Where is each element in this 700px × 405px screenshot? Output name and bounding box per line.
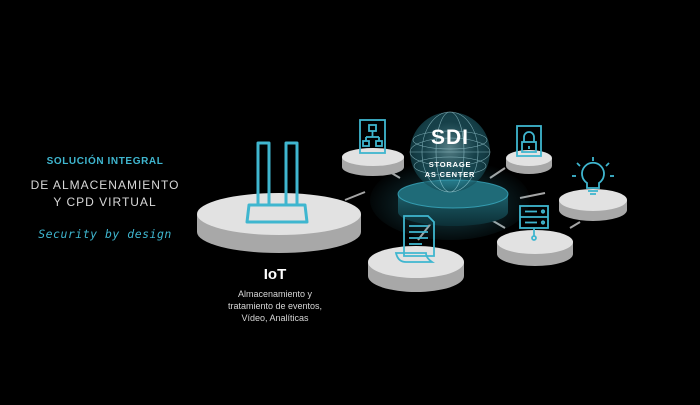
hierarchy-disc: [342, 119, 404, 176]
server-rack-icon: [519, 205, 549, 241]
iot-desc-line2: tratamiento de eventos,: [227, 301, 323, 311]
sdi-subtitle-line2: AS CENTER: [424, 170, 476, 179]
hierarchy-document-icon: [359, 119, 386, 154]
connector-servers-ideas: [569, 221, 581, 229]
factory-icon: [245, 141, 309, 224]
ideas-disc: [559, 157, 627, 221]
globe-icon: [409, 111, 491, 193]
sdi-subtitle: STORAGE AS CENTER: [410, 160, 490, 180]
iot-label: IoT: [263, 266, 287, 283]
lightbulb-icon: [572, 157, 614, 195]
lock-icon: [516, 125, 542, 157]
security-disc: [506, 125, 552, 174]
connector-iot-center: [344, 191, 366, 201]
tagline: Security by design: [38, 227, 172, 241]
iot-description: Almacenamiento y tratamiento de eventos,…: [195, 288, 355, 324]
servers-disc: [497, 205, 573, 266]
sdi-title: SDI: [430, 126, 469, 149]
solution-title-line1: DE ALMACENAMIENTO: [30, 178, 180, 192]
iot-disc: [197, 141, 361, 253]
documents-disc: [368, 215, 464, 292]
sdi-subtitle-line1: STORAGE: [428, 160, 472, 169]
iot-desc-line3: Vídeo, Analíticas: [241, 313, 309, 323]
solution-title-line2: Y CPD VIRTUAL: [53, 195, 157, 209]
solution-title: DE ALMACENAMIENTO Y CPD VIRTUAL: [10, 177, 200, 211]
sdi-center-disc: [370, 111, 530, 240]
document-scroll-icon: [394, 215, 435, 263]
iot-desc-line1: Almacenamiento y: [237, 289, 313, 299]
left-panel: SOLUCIÓN INTEGRAL DE ALMACENAMIENTO Y CP…: [10, 150, 200, 241]
solution-subtitle: SOLUCIÓN INTEGRAL: [46, 156, 164, 167]
